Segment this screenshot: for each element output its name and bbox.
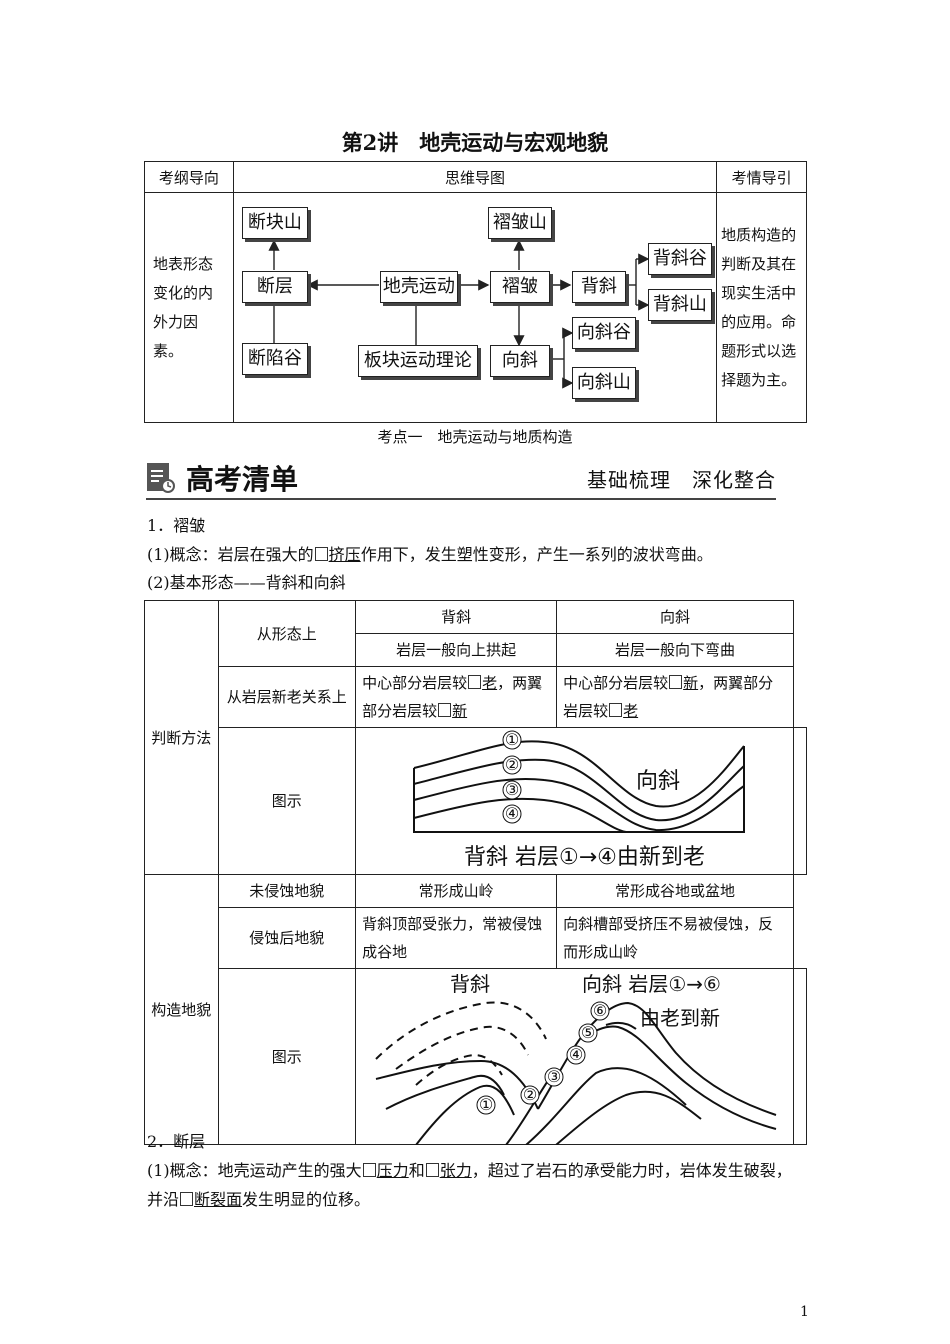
- stratum-1-label: ①: [505, 730, 519, 749]
- document-list-icon: [147, 463, 175, 493]
- banner-title: 高考清单: [186, 463, 299, 496]
- syllabus-text: 地表形态变化的内外力因素。: [144, 192, 234, 423]
- banner-subtitle: 基础梳理 深化整合: [587, 468, 776, 492]
- syncline-caption: 向斜: [636, 769, 680, 794]
- mindmap-cell: 断块山 断层 断陷谷 地壳运动 板块运动理论 褶皱山 褶皱 向斜 背斜 背斜谷 …: [232, 192, 718, 423]
- node-rift-valley: 断陷谷: [241, 343, 308, 375]
- node-anticline-valley: 背斜谷: [647, 243, 712, 275]
- page-title: 第2讲 地壳运动与宏观地貌: [341, 130, 609, 155]
- fault-concept-line2: 并沿断裂面发生明显的位移。: [147, 1190, 371, 1209]
- node-syncline-valley: 向斜谷: [571, 317, 636, 349]
- syncline-age: 中心部分岩层较新，两翼部分岩层较老: [556, 666, 794, 728]
- syncline-uneroded: 常形成谷地或盆地: [556, 874, 794, 908]
- node-fold-mountain: 褶皱山: [487, 207, 552, 239]
- structural-landform-label: 构造地貌: [144, 874, 219, 1145]
- eroded-label: 侵蚀后地貌: [217, 907, 357, 969]
- node-syncline: 向斜: [489, 345, 550, 377]
- overview-table: 考纲导向 思维导图 考情导引 地表形态变化的内外力因素。: [144, 161, 807, 423]
- stratum-4-label: ④: [505, 804, 519, 823]
- anticline-head: 背斜: [355, 600, 558, 634]
- syncline-figure-label: 向斜 岩层①→⑥: [582, 972, 721, 996]
- judge-method-label: 判断方法: [144, 600, 219, 875]
- blank-box: [314, 547, 328, 561]
- fold-figure-1: ① ② ③ ④ 向斜 背斜 岩层①→④由新到老: [355, 727, 794, 875]
- node-anticline-mountain: 背斜山: [647, 289, 712, 321]
- col-head-exam: 考情导引: [716, 161, 807, 193]
- col-head-mindmap: 思维导图: [232, 161, 718, 193]
- syncline-head: 向斜: [556, 600, 794, 634]
- anticline-age: 中心部分岩层较老，两翼部分岩层较新: [355, 666, 558, 728]
- fold-basic-forms: (2)基本形态——背斜和向斜: [147, 573, 346, 592]
- stratum-3-label: ③: [505, 780, 519, 799]
- node-plate-tectonics: 板块运动理论: [357, 345, 478, 377]
- syncline-eroded: 向斜槽部受挤压不易被侵蚀，反而形成山岭: [556, 907, 794, 969]
- page-number: 1: [800, 1304, 809, 1320]
- anticline-caption: 背斜 岩层①→④由新到老: [464, 845, 705, 870]
- fold-concept: (1)概念：岩层在强大的挤压作用下，发生塑性变形，产生一系列的波状弯曲。: [147, 545, 713, 564]
- uneroded-label: 未侵蚀地貌: [217, 874, 357, 908]
- layer-6-label: ⑥: [593, 1001, 607, 1020]
- fault-heading: 2．断层: [147, 1132, 206, 1151]
- node-anticline: 背斜: [571, 271, 626, 303]
- stratum-2-label: ②: [505, 755, 519, 774]
- col-head-syllabus: 考纲导向: [144, 161, 234, 193]
- age-label: 从岩层新老关系上: [217, 666, 357, 728]
- fold-table: 判断方法 从形态上 背斜 向斜 岩层一般向上拱起 岩层一般向下弯曲 从岩层新老关…: [144, 600, 807, 1145]
- fold-heading: 1．褶皱: [147, 516, 206, 535]
- banner-rule: [146, 498, 776, 500]
- syncline-form: 岩层一般向下弯曲: [556, 633, 794, 667]
- node-fault-block-mountain: 断块山: [241, 207, 308, 239]
- figure-label-2: 图示: [217, 968, 357, 1145]
- eroded-fold-diagram: ① ② ③ ④ ⑤ ⑥ 背斜 向斜 岩层①→⑥ 由老到新: [375, 972, 777, 1145]
- node-syncline-mountain: 向斜山: [571, 367, 636, 399]
- anticline-uneroded: 常形成山岭: [355, 874, 558, 908]
- anticline-syncline-diagram: ① ② ③ ④ 向斜 背斜 岩层①→④由新到老: [413, 730, 746, 870]
- layer-2-label: ②: [523, 1085, 537, 1104]
- exam-guide-text: 地质构造的判断及其在现实生活中的应用。命题形式以选择题为主。: [716, 192, 807, 423]
- anticline-figure-label: 背斜: [450, 972, 490, 996]
- anticline-form: 岩层一般向上拱起: [355, 633, 558, 667]
- node-crustal-movement: 地壳运动: [379, 271, 458, 303]
- node-fault: 断层: [241, 271, 308, 303]
- figure-label-1: 图示: [217, 727, 357, 875]
- mindmap-connectors: [268, 239, 650, 389]
- fault-concept-line1: (1)概念：地壳运动产生的强大压力和张力，超过了岩石的承受能力时，岩体发生破裂，: [147, 1161, 792, 1180]
- layer-4-label: ④: [569, 1045, 583, 1064]
- layer-5-label: ⑤: [581, 1023, 595, 1042]
- section-title: 考点一 地壳运动与地质构造: [377, 428, 573, 446]
- section-banner: 高考清单 基础梳理 深化整合: [146, 458, 776, 500]
- anticline-eroded: 背斜顶部受张力，常被侵蚀成谷地: [355, 907, 558, 969]
- fold-figure-2: ① ② ③ ④ ⑤ ⑥ 背斜 向斜 岩层①→⑥ 由老到新: [355, 968, 794, 1145]
- node-fold: 褶皱: [489, 271, 550, 303]
- form-label: 从形态上: [217, 600, 357, 667]
- layer-3-label: ③: [547, 1067, 561, 1086]
- age-order-label: 由老到新: [640, 1006, 720, 1030]
- layer-1-label: ①: [479, 1095, 493, 1114]
